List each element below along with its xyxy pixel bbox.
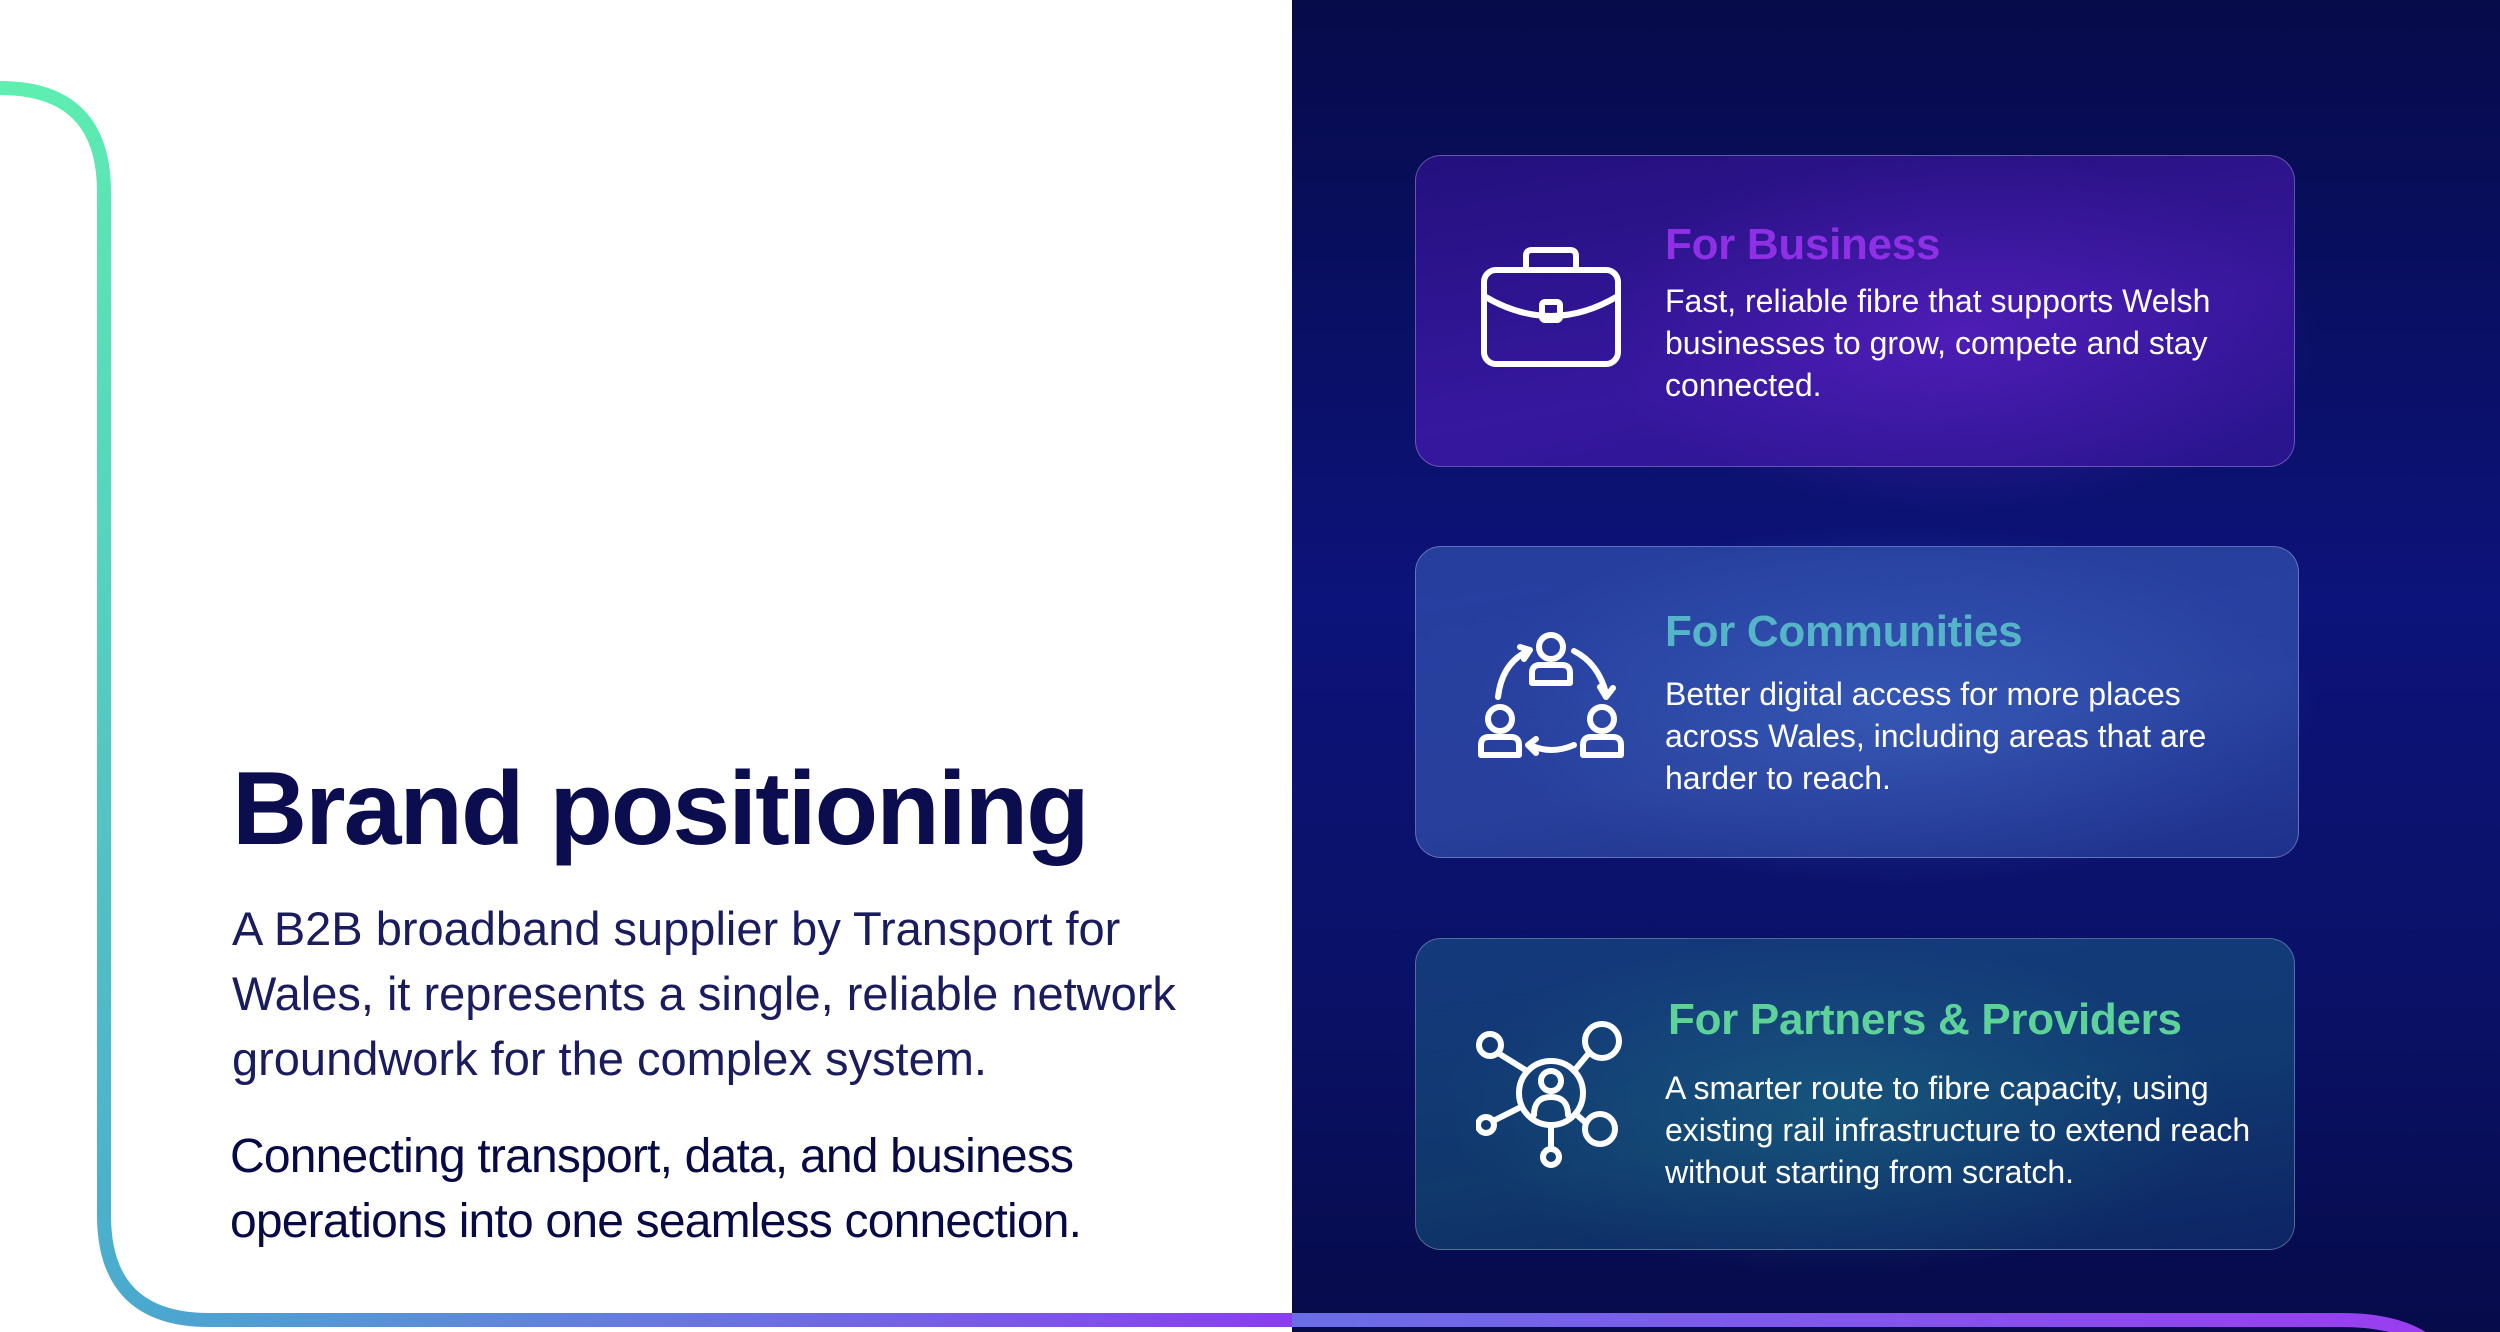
network-hub-icon <box>1475 1019 1626 1169</box>
community-cycle-icon <box>1476 627 1626 777</box>
card-description: A smarter route to fibre capacity, using… <box>1665 1070 2251 1190</box>
card-business: For Business Fast, reliable fibre that s… <box>1415 155 2295 467</box>
audience-panel: For Business Fast, reliable fibre that s… <box>1292 0 2500 1332</box>
decorative-frame <box>0 81 1292 1327</box>
card-description: Fast, reliable fibre that supports Welsh… <box>1665 283 2211 403</box>
card-partners-providers: For Partners & Providers A smarter route… <box>1415 938 2295 1250</box>
card-title: For Partners & Providers <box>1668 995 2182 1044</box>
card-title: For Communities <box>1665 607 2023 656</box>
intro-paragraph: A B2B broadband supplier by Transport fo… <box>232 902 1176 1085</box>
page-title: Brand positioning <box>232 751 1090 867</box>
intro-panel: Brand positioning A B2B broadband suppli… <box>0 81 1292 1327</box>
card-description: Better digital access for more places ac… <box>1665 676 2207 796</box>
briefcase-icon <box>1476 238 1626 388</box>
bottom-frame-continuation <box>1292 1313 2426 1332</box>
card-title: For Business <box>1665 220 1941 269</box>
card-communities: For Communities Better digital access fo… <box>1415 546 2299 858</box>
tagline: Connecting transport, data, and business… <box>230 1130 1082 1248</box>
